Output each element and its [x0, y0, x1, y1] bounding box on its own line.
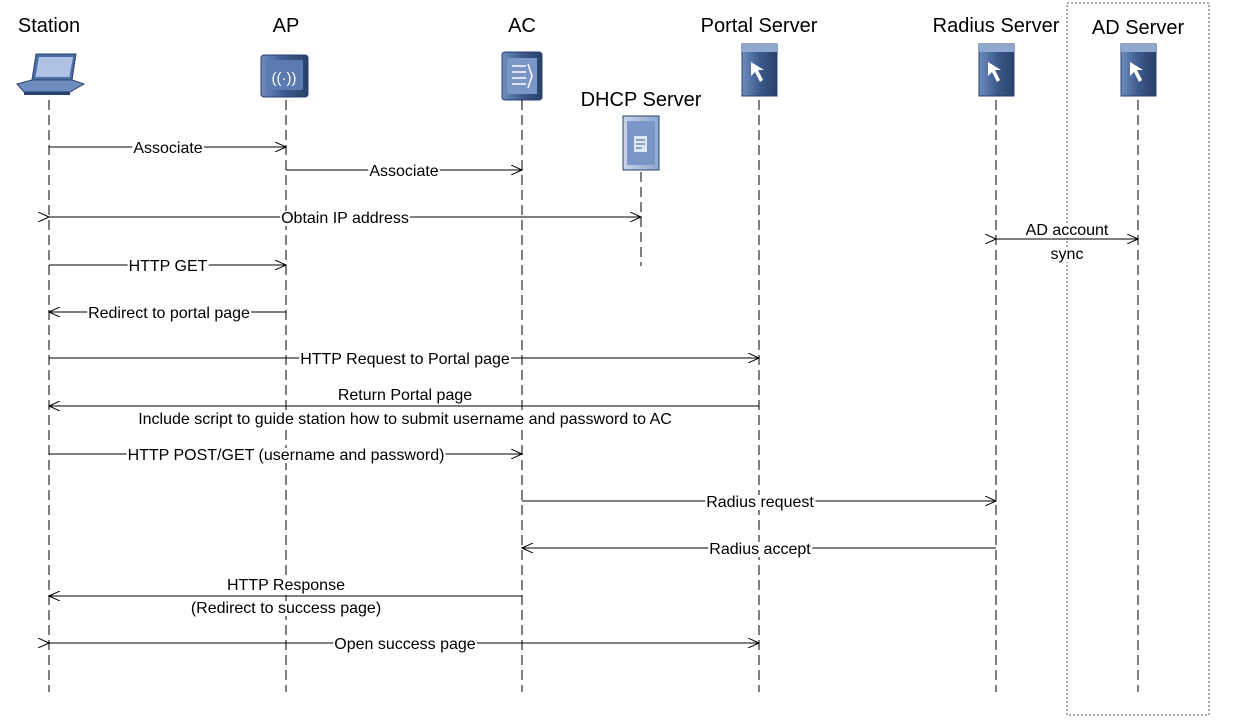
label-background [333, 637, 477, 652]
label-background [127, 259, 209, 274]
participant-label-dhcp: DHCP Server [581, 89, 702, 111]
label-background [1024, 223, 1110, 238]
radius-server-icon [978, 43, 1015, 97]
participant-label-ap: AP [273, 15, 300, 37]
message-label-return-portal-line2: Include script to guide station how to s… [138, 411, 672, 428]
svg-text:((·)): ((·)) [272, 70, 297, 87]
message-label-associate-ap-ac: Associate [369, 163, 438, 180]
ad-server-icon [1120, 43, 1157, 97]
label-background [708, 542, 813, 557]
participant-label-station: Station [18, 15, 80, 37]
dhcp-server-icon [622, 115, 660, 171]
message-label-radius-accept: Radius accept [709, 541, 811, 558]
message-label-ad-sync-line1: AD account [1026, 222, 1109, 239]
label-background [336, 388, 474, 403]
message-label-redirect-portal: Redirect to portal page [88, 305, 250, 322]
label-background [299, 352, 511, 367]
message-label-http-get: HTTP GET [129, 258, 208, 275]
message-label-associate-station-ap: Associate [133, 140, 202, 157]
participant-label-radius: Radius Server [933, 15, 1060, 37]
label-background [280, 211, 410, 226]
message-label-ad-sync-line2: sync [1051, 246, 1084, 263]
message-label-http-response-line1: HTTP Response [227, 577, 345, 594]
label-background [87, 306, 252, 321]
label-background [368, 164, 440, 179]
ad-server-group-box [1066, 2, 1210, 716]
message-label-open-success: Open success page [334, 636, 476, 653]
label-background [137, 412, 673, 427]
portal-server-icon [741, 43, 778, 97]
participant-label-ac: AC [508, 15, 536, 37]
message-label-radius-request: Radius request [706, 494, 814, 511]
label-background [226, 578, 347, 593]
message-label-http-request-portal: HTTP Request to Portal page [300, 351, 510, 368]
message-label-obtain-ip: Obtain IP address [281, 210, 409, 227]
label-background [132, 141, 204, 156]
laptop-icon [16, 53, 86, 95]
label-background [189, 601, 383, 616]
label-background [1049, 247, 1085, 262]
participant-label-portal: Portal Server [701, 15, 818, 37]
label-background [126, 448, 446, 463]
participant-label-ad: AD Server [1092, 17, 1185, 39]
access-point-icon: ((·)) [260, 54, 309, 98]
message-label-http-response-line2: (Redirect to success page) [191, 600, 381, 617]
message-label-http-post-get: HTTP POST/GET (username and password) [128, 447, 445, 464]
label-background [705, 495, 816, 510]
message-label-return-portal-line1: Return Portal page [338, 387, 472, 404]
access-controller-icon [501, 51, 543, 101]
